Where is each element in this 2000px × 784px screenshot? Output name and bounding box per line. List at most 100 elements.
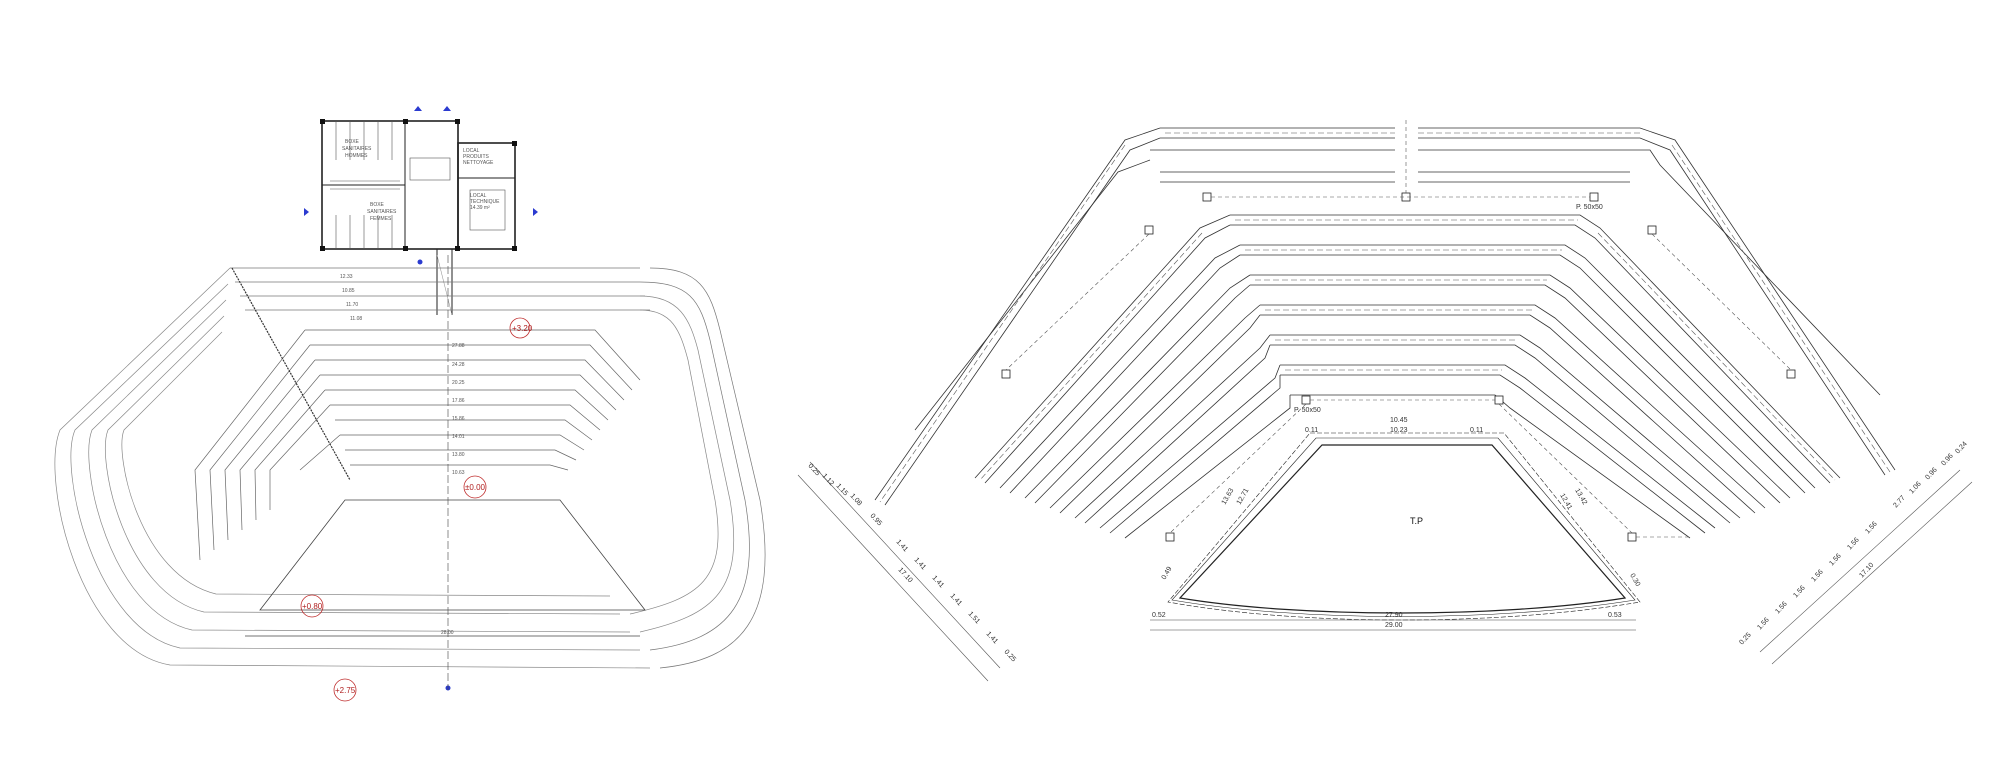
section-marker-icon: [304, 208, 309, 216]
diagonal-aisle: [231, 267, 351, 481]
center-dimensions: 27.88 24.28 20.25 17.86 15.86 14.01 13.8…: [340, 274, 465, 636]
room-label-produits-3: NETTOYAGE: [463, 160, 494, 166]
room-label-femmes-2: SANITAIRES: [367, 209, 397, 215]
left-chain-dim: 1.08: [849, 493, 863, 508]
center-dim: 15.86: [452, 416, 465, 422]
left-chain-dim: 1.15: [835, 483, 849, 498]
left-floor-plan: BOXE SANITAIRES HOMMES LOCAL PRODUITS NE…: [54, 106, 766, 702]
upper-dim: 11.08: [350, 316, 362, 322]
dim-right-side-inner: 12.41: [1558, 493, 1573, 512]
upper-dim: 11.70: [346, 302, 358, 308]
section-marker-icon: [414, 106, 422, 111]
stage-label: T.P: [1410, 516, 1423, 526]
dim-bottom-left: 0.52: [1152, 612, 1166, 619]
left-chain-dim: 1.41: [949, 593, 963, 608]
room-label-produits-2: PRODUITS: [463, 154, 490, 160]
column: [1144, 225, 1154, 235]
center-dim: 17.86: [452, 398, 465, 404]
dim-right-end: 0.30: [1628, 573, 1641, 588]
left-chain-dim: 0.95: [869, 513, 883, 528]
center-dim: 10.63: [452, 470, 465, 476]
right-chain-dim: 1.56: [1792, 585, 1806, 600]
dim-bottom-right: 0.53: [1608, 612, 1622, 619]
level-marker-top-right: +3.20: [509, 317, 533, 339]
column: [1647, 225, 1657, 235]
center-dim: 20.25: [452, 380, 465, 386]
room-label-hommes-3: HOMMES: [345, 153, 368, 159]
left-chain-dim: 1.41: [895, 539, 909, 554]
level-marker-bottom: +2.75: [333, 678, 357, 702]
room-label-produits-1: LOCAL: [463, 148, 480, 154]
level-marker-lower-left: +0.80: [300, 594, 324, 618]
row-centerlines: [879, 132, 1891, 503]
dim-left-end: 0.49: [1161, 566, 1174, 581]
right-chain-dim: 1.56: [1810, 569, 1824, 584]
room-label-technique-2: TECHNIQUE: [470, 199, 500, 205]
inner-seating-rows: [194, 329, 641, 561]
column: [1786, 369, 1796, 379]
center-dim: 27.88: [452, 343, 465, 349]
right-chain-dim: 0.96: [1940, 453, 1954, 468]
left-chain-dim: 1.51: [967, 611, 981, 626]
dim-right-side-outer: 13.42: [1573, 488, 1588, 507]
room-label-femmes-1: BOXE: [370, 202, 385, 208]
right-chain-dim: 0.25: [1738, 632, 1752, 647]
right-chain-dim: 1.06: [1908, 481, 1922, 496]
level-markers: +3.20 ±0.00 +0.80 +2.75: [300, 317, 533, 702]
outer-tiers: [54, 267, 734, 669]
left-chain-dim: 1.41: [985, 631, 999, 646]
column: [1165, 532, 1175, 542]
right-chain-dim: 1.56: [1864, 521, 1878, 536]
dim-right-top: 0.11: [1470, 427, 1483, 434]
right-chain-dim: 2.77: [1892, 495, 1906, 510]
room-label-hommes-2: SANITAIRES: [342, 146, 372, 152]
dim-left-side-inner: 12.71: [1236, 487, 1251, 506]
right-chain-total: 17.10: [1858, 562, 1875, 580]
left-chain-dim: 1.12: [821, 473, 835, 488]
lower-stage: [245, 499, 646, 637]
left-chain-dim: 0.25: [807, 463, 821, 478]
dim-top-inner: 10.23: [1390, 427, 1408, 434]
svg-text:±0.00: ±0.00: [465, 483, 486, 492]
room-label-femmes-3: FEMMES: [370, 216, 392, 222]
upper-dim: 12.33: [340, 274, 353, 280]
center-dim: 13.80: [452, 452, 465, 458]
right-chain-dim: 1.56: [1756, 617, 1770, 632]
right-floor-plan: T.P P. 50x50 P. 50x50: [797, 120, 1973, 682]
left-chain-dim: 1.41: [931, 575, 945, 590]
section-marker-icon: [533, 208, 538, 216]
right-chain-dim: 1.56: [1774, 601, 1788, 616]
column-grid-lines: [1005, 120, 1792, 538]
right-chain-dim: 1.56: [1828, 553, 1842, 568]
right-chain-dim: 0.24: [1954, 441, 1968, 456]
svg-text:+3.20: +3.20: [512, 324, 533, 333]
column: [1301, 395, 1311, 405]
level-marker-center: ±0.00: [463, 475, 487, 499]
column-size-label: P. 50x50: [1294, 407, 1321, 414]
bottom-dim: 28.00: [441, 630, 454, 636]
left-chain-dim: 0.25: [1003, 649, 1017, 664]
stage-dimensions: 10.45 10.23 0.11 0.11 13.63 12.71 13.42 …: [1150, 417, 1641, 631]
column: [1627, 532, 1637, 542]
upper-tiers: [230, 267, 766, 669]
right-chain-dim: 0.96: [1924, 467, 1938, 482]
dim-bottom-mid: 27.90: [1385, 612, 1403, 619]
dim-left-side-outer: 13.63: [1221, 487, 1236, 506]
seating-tiers: [874, 127, 1896, 539]
dim-bottom-total: 29.00: [1385, 622, 1403, 629]
structural-columns: [1001, 192, 1796, 542]
room-label-technique-3: 14.39 m²: [470, 205, 490, 211]
right-dimension-chain: 0.25 1.56 1.56 1.56 1.56 1.56 1.56 1.56 …: [1738, 441, 1973, 665]
dim-top-outer: 10.45: [1390, 417, 1408, 424]
column: [1202, 192, 1212, 202]
upper-dim: 10.85: [342, 288, 355, 294]
center-dim: 24.28: [452, 362, 465, 368]
section-markers: [304, 106, 538, 691]
stage: [1167, 432, 1641, 621]
right-chain-dim: 1.56: [1846, 537, 1860, 552]
room-label-technique-1: LOCAL: [470, 193, 487, 199]
column-size-label: P. 50x50: [1576, 204, 1603, 211]
column: [1494, 395, 1504, 405]
section-marker-icon: [443, 106, 451, 111]
